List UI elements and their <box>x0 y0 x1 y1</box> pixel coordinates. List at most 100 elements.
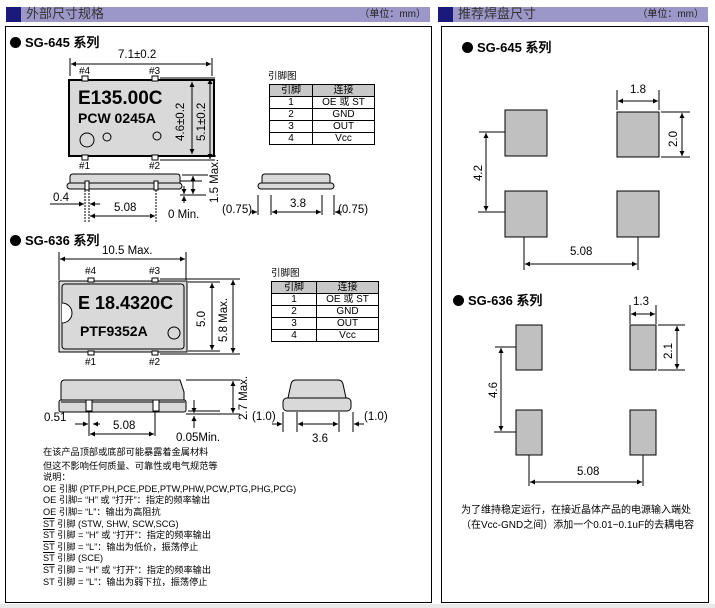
sg645-pin4-tab <box>81 75 89 82</box>
sg645-side-body <box>69 173 181 184</box>
sg645-pin1-label: #1 <box>79 161 91 172</box>
sg645-circle-mark <box>152 131 162 141</box>
sg636-pin2-label: #2 <box>149 357 161 368</box>
sg645-side-lead <box>84 180 90 191</box>
pin-connection: OUT <box>312 120 375 133</box>
sg636-circle-mark <box>167 326 181 340</box>
sg645-pad <box>616 111 660 158</box>
st-pin: ST <box>43 518 55 529</box>
right-sg636-series-heading: SG-636 系列 <box>453 290 542 309</box>
sg645-width-label: 7.1±0.2 <box>118 49 157 61</box>
pin-number: 1 <box>271 293 317 306</box>
sg636-lead-width-label: 0.51 <box>44 412 67 424</box>
sg645-pin3-tab <box>151 75 159 82</box>
right-section-title: 推荐焊盘尺寸 <box>458 7 537 22</box>
pin-number: 4 <box>269 132 313 145</box>
right-sg645-series-heading: SG-645 系列 <box>462 37 551 56</box>
sg645-series-heading: SG-645 系列 <box>10 32 99 51</box>
sg636-side-lead <box>152 399 160 412</box>
right-section-unit: （单位：mm） <box>637 9 704 20</box>
sg645-pitch-label: 5.08 <box>114 202 137 214</box>
sg645-pin1-tab <box>81 154 89 161</box>
st-pin: ST <box>43 553 55 564</box>
sg645-lead-width-label: 0.4 <box>53 192 69 204</box>
sg636-pin-table-caption: 引脚图 <box>271 268 300 279</box>
st-pin: ST <box>43 564 55 575</box>
sg645-pin2-label: #2 <box>149 161 161 172</box>
sg636-pin4-label: #4 <box>85 266 97 277</box>
sg645-pin3-label: #3 <box>149 66 161 77</box>
sg645-pad <box>616 190 660 238</box>
left-section-title: 外部尺寸规格 <box>26 7 105 22</box>
bottom-strip <box>0 604 715 608</box>
note-line: ST 引脚 = “L”：输出为低价，振荡停止 <box>43 542 296 554</box>
st-pin: ST <box>43 576 55 587</box>
pin-connection: Vcc <box>316 329 379 342</box>
sg645-marking-line2: PCW 0245A <box>78 110 156 126</box>
sg645-pad-width-label: 1.8 <box>630 84 646 96</box>
sg636-side-left-label: (1.0) <box>252 411 276 423</box>
pin-connection: Vcc <box>312 132 375 145</box>
pin-number: 2 <box>269 108 313 121</box>
pin-connection: OE 或 ST <box>312 96 375 109</box>
bullet-icon <box>462 42 473 53</box>
sg636-pin1-label: #1 <box>85 357 97 368</box>
note-line: 在该产品顶部或底部可能暴露着金属材料 <box>43 447 209 457</box>
bullet-icon <box>453 295 464 306</box>
pin-number: 1 <box>269 96 313 109</box>
st-pin: ST <box>43 541 55 552</box>
left-section-header: 外部尺寸规格 （单位：mm） <box>6 7 430 22</box>
sg636-pad-width-label: 1.3 <box>633 296 649 308</box>
pin-number: 3 <box>269 120 313 133</box>
series-label: SG-645 系列 <box>477 40 552 55</box>
pin-number: 3 <box>271 317 317 330</box>
sg645-pad <box>504 190 548 238</box>
series-label: SG-645 系列 <box>25 35 100 50</box>
sg645-thickness-label: 1.5 Max. <box>209 158 221 203</box>
note-line: ST 引脚 = “H” 或 “打开”：指定的频率输出 <box>43 530 296 542</box>
sg645-body-height-label: 4.6±0.2 <box>175 102 187 141</box>
pin-connection: OE 或 ST <box>316 293 379 306</box>
sg636-pin2-tab <box>151 350 159 356</box>
sg636-pad <box>515 409 543 456</box>
table-header: 连接 <box>316 281 379 294</box>
note-text: 引脚 = “L”：输出为弱下拉，振荡停止 <box>54 576 208 587</box>
series-label: SG-636 系列 <box>468 293 543 308</box>
note-line: 说明： <box>43 472 71 483</box>
note-text: 引脚 = “L”：输出为低价，振荡停止 <box>54 541 199 552</box>
sg645-marking-line1: E135.00C <box>78 88 163 109</box>
sg636-marking-line2: PTF9352A <box>80 323 148 339</box>
table-header: 连接 <box>312 84 375 97</box>
sg636-side-right-label: (1.0) <box>364 411 388 423</box>
sg636-pin4-tab <box>87 277 95 283</box>
pin-connection: OUT <box>316 317 379 330</box>
sg645-vertical-pitch-label: 4.2 <box>473 165 485 181</box>
note-text: 引脚 (SCE) <box>54 553 104 564</box>
bullet-icon <box>10 37 21 48</box>
sg645-total-height-label: 5.1±0.2 <box>196 102 208 141</box>
sg645-pin2-tab <box>151 154 159 161</box>
note-line: OE 引脚 (PTF,PH,PCE,PDE,PTW,PHW,PCW,PTG,PH… <box>43 483 297 494</box>
sg636-pin1-tab <box>87 350 95 356</box>
sg645-circle-mark <box>102 132 112 142</box>
sg645-pad <box>504 109 548 157</box>
note-line: OE 引脚= “H” 或 “打开”：指定的频率输出 <box>43 495 211 506</box>
bullet-icon <box>10 235 21 246</box>
sg636-horizontal-pitch-label: 5.08 <box>577 466 600 478</box>
note-text: 引脚 = “H” 或 “打开”：指定的频率输出 <box>54 530 212 541</box>
note-line: ST 引脚 (STW, SHW, SCW,SCG) <box>43 519 296 531</box>
sg636-series-heading: SG-636 系列 <box>10 230 99 249</box>
header-square-icon <box>438 7 453 22</box>
sg636-vertical-pitch-label: 4.6 <box>488 382 500 398</box>
note-text: 引脚 (STW, SHW, SCW,SCG) <box>54 518 179 529</box>
sg636-pin3-label: #3 <box>149 266 161 277</box>
sg636-pin3-tab <box>151 277 159 283</box>
sg636-side-center-label: 3.6 <box>312 433 328 445</box>
note-text: 引脚 = “H” 或 “打开”：指定的频率输出 <box>54 564 212 575</box>
